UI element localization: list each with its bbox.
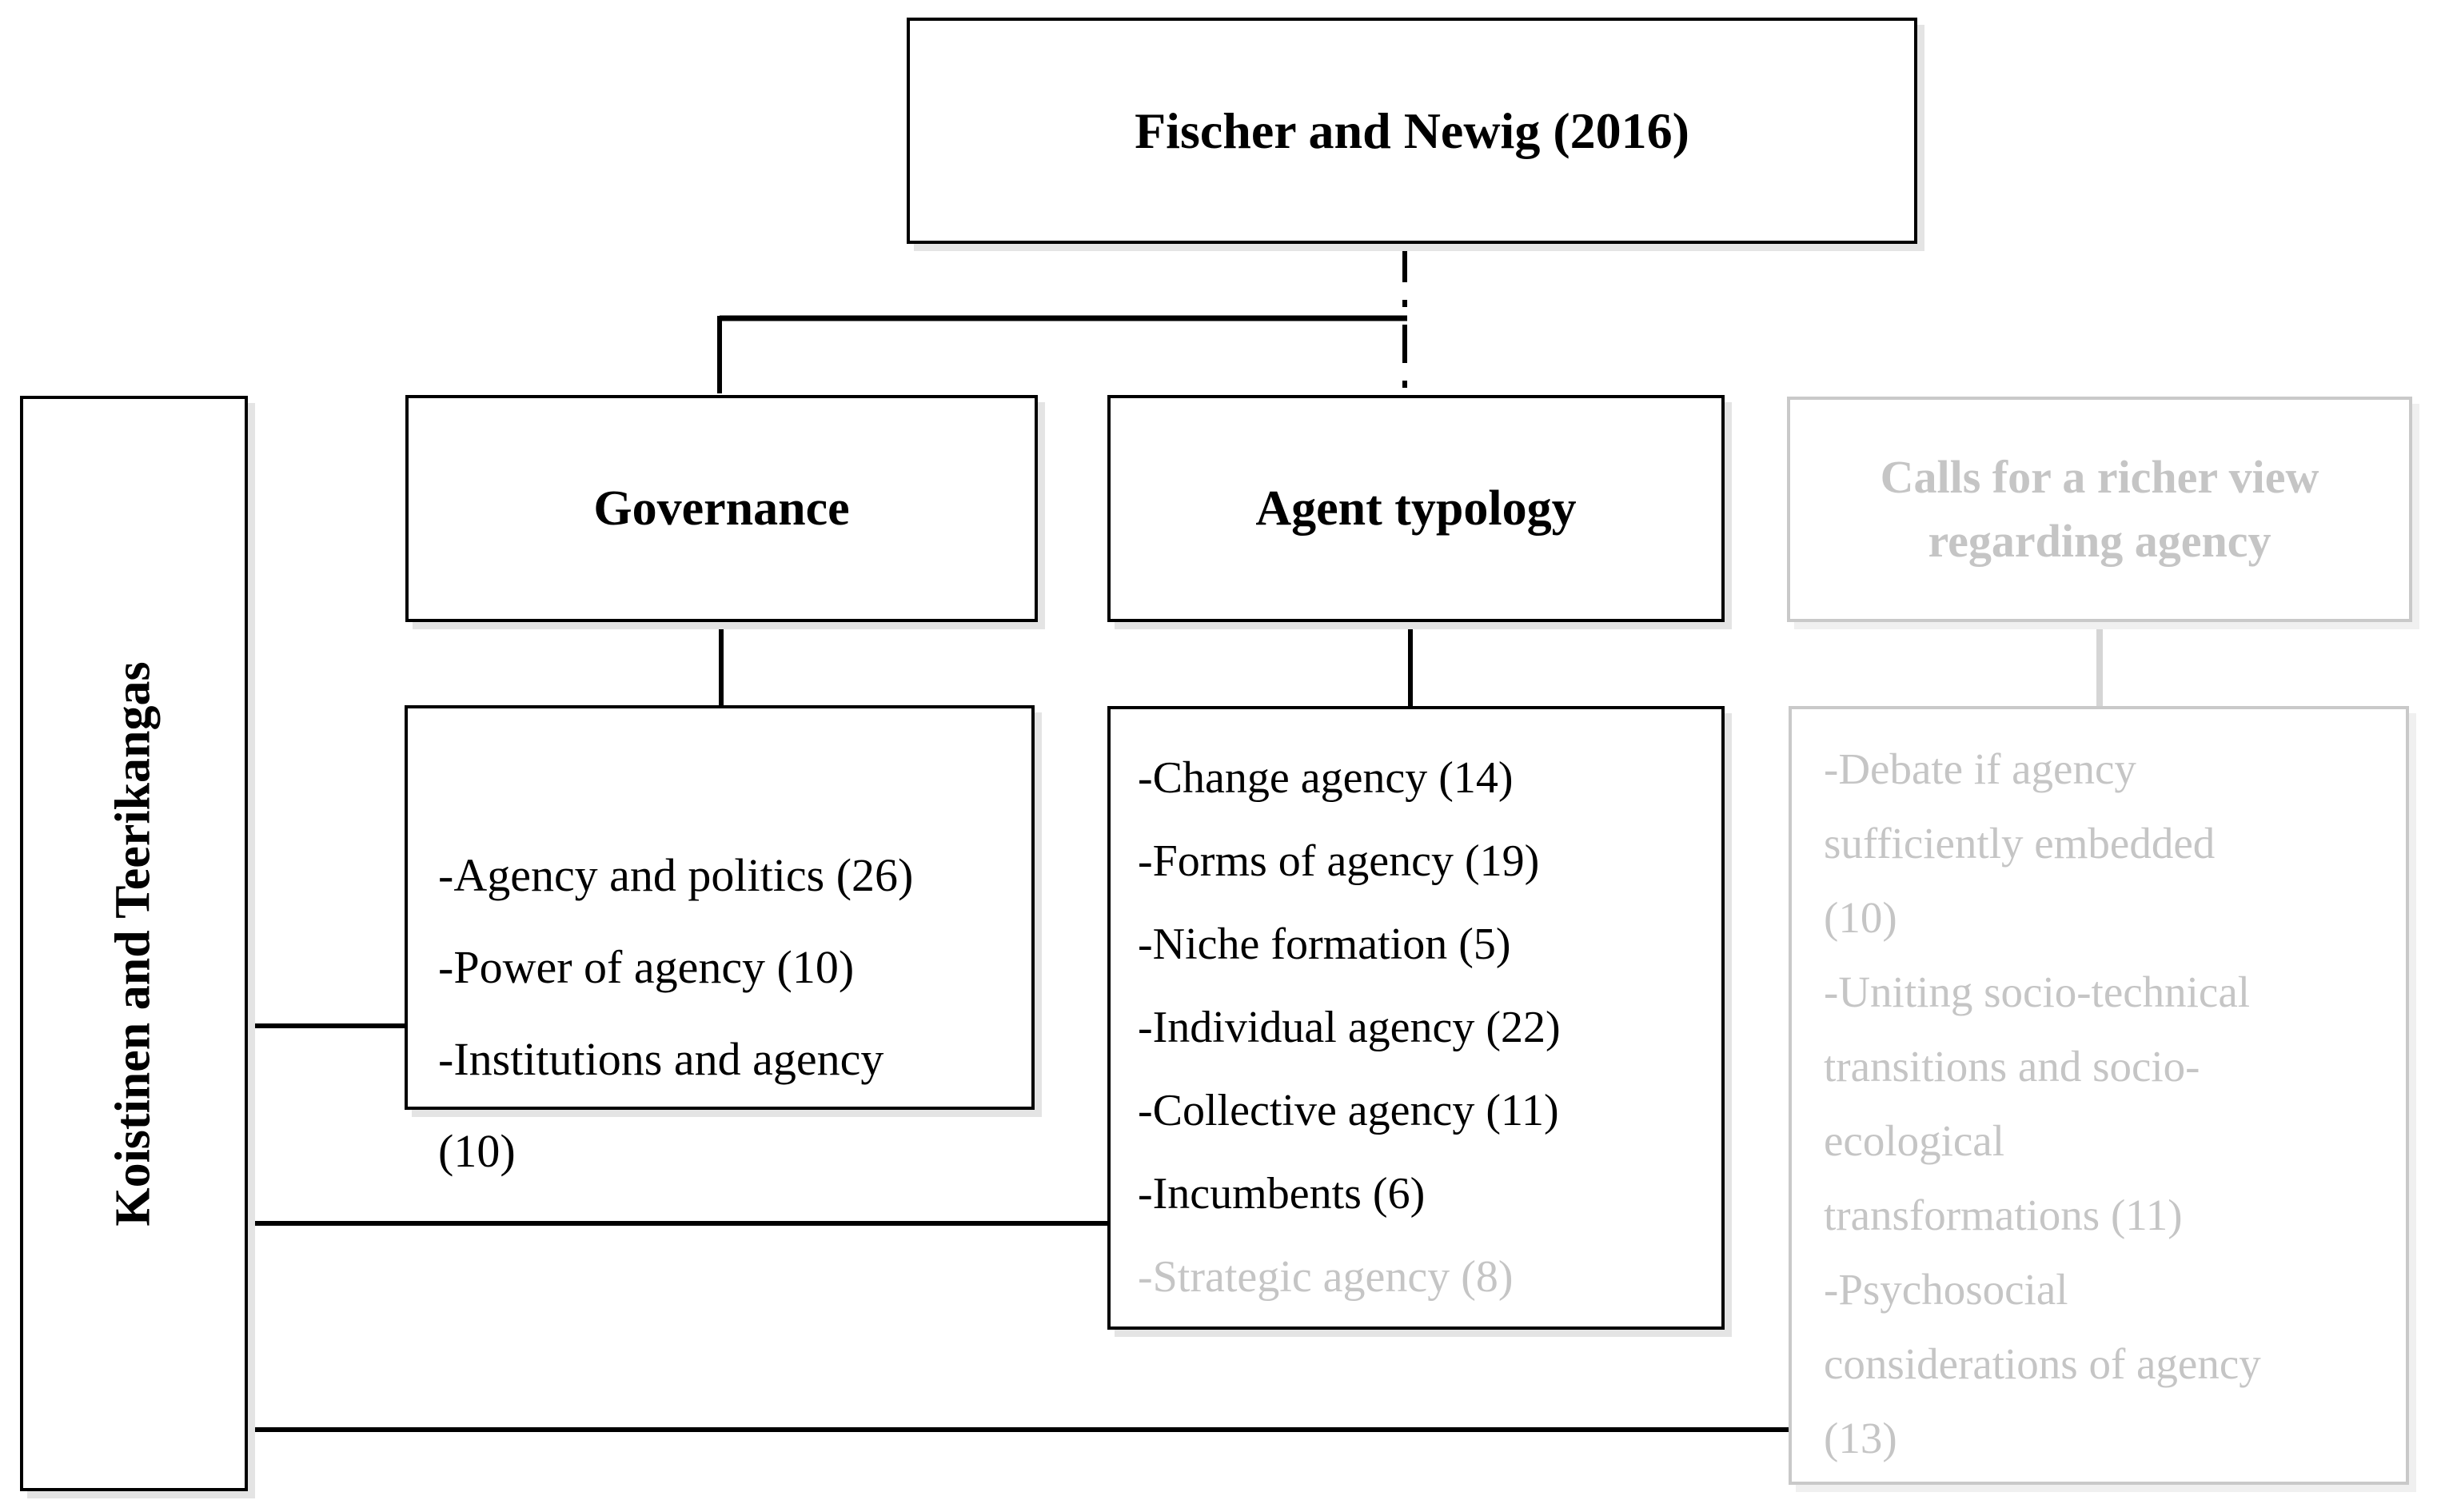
governance-themes-list: -Agency and politics (26) -Power of agen… — [405, 705, 1035, 1177]
agent-typology-themes-list: -Change agency (14) -Forms of agency (19… — [1107, 706, 1725, 1330]
node-koistinen-teerikangas-label: Koistinen and Teerikangas — [106, 660, 161, 1227]
node-fischer-newig: Fischer and Newig (2016) — [907, 18, 1917, 244]
node-fischer-newig-label: Fischer and Newig (2016) — [1135, 102, 1689, 159]
node-koistinen-teerikangas: Koistinen and Teerikangas — [20, 396, 248, 1491]
calls-themes-list: -Debate if agency sufficiently embedded … — [1789, 706, 2409, 1485]
node-calls-richer-view-label: Calls for a richer view regarding agency — [1880, 450, 2319, 567]
node-agent-typology-label: Agent typology — [1255, 481, 1577, 536]
calls-themes-items: -Debate if agency sufficiently embedded … — [1824, 744, 2261, 1462]
agent-typology-themes-items: -Change agency (14) -Forms of agency (19… — [1138, 753, 1561, 1219]
governance-themes-items: -Agency and politics (26) -Power of agen… — [438, 849, 914, 1177]
agent-typology-themes-items-muted: -Strategic agency (8) — [1138, 1252, 1514, 1302]
node-agent-typology: Agent typology — [1107, 395, 1725, 622]
node-governance: Governance — [405, 395, 1038, 622]
node-calls-richer-view: Calls for a richer view regarding agency — [1787, 397, 2412, 622]
node-governance-label: Governance — [593, 481, 850, 536]
